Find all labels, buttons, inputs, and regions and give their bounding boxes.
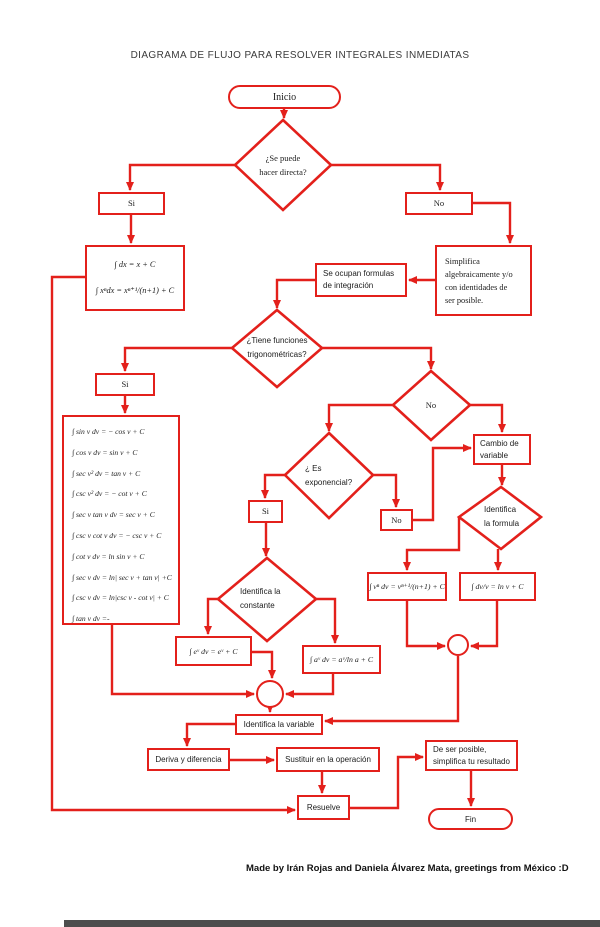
formula-line: ∫ csc v dv = ln|csc v - cot v| + C <box>72 593 169 603</box>
label-line: Se ocupan formulas <box>323 269 395 278</box>
label-line: hacer directa? <box>259 167 307 177</box>
label-line: Identifica la <box>240 587 281 596</box>
node-q-exponencial-label: ¿ Es exponencial? <box>305 458 367 494</box>
node-si-trig: Si <box>95 373 155 396</box>
diamond-q-directa <box>233 118 333 212</box>
node-dvv-formula: ∫ dv/v = ln v + C <box>459 572 536 601</box>
formula-line: ∫ cot v dv = ln sin v + C <box>72 551 145 561</box>
label-line: de integración <box>323 281 374 290</box>
node-de-ser-posible: De ser posible, simplifica tu resultado <box>425 740 518 771</box>
label-line: simplifica tu resultado <box>433 756 510 766</box>
diamond-identifica-constante <box>215 556 319 643</box>
node-label: Inicio <box>272 91 297 103</box>
node-identifica-constante-label: Identifica la constante <box>240 582 300 616</box>
formula-line: ∫ aᵛ dv = aᵛ/ln a + C <box>309 655 374 664</box>
formula-line: ∫ tan v dv =- <box>72 614 110 624</box>
node-inicio: Inicio <box>228 85 341 109</box>
credits-text: Made by Irán Rojas and Daniela Álvarez M… <box>246 863 569 874</box>
label-line: ¿ Es <box>305 464 322 473</box>
node-simplifica: Simplifica algebraicamente y/o con ident… <box>435 245 532 316</box>
node-label: No <box>433 198 445 208</box>
formula-line: ∫ sin v dv = − cos v + C <box>72 427 145 436</box>
node-av-formula: ∫ aᵛ dv = aᵛ/ln a + C <box>302 645 381 674</box>
node-label: Si <box>121 379 129 389</box>
formula-line: ∫ sec v² dv = tan v + C <box>72 468 141 478</box>
formula-line: ∫ csc v² dv = − cot v + C <box>72 489 147 499</box>
node-label: Sustituir en la operación <box>285 755 371 764</box>
label-line: ser posible. <box>445 295 484 305</box>
label-line: No <box>425 400 437 410</box>
formula-line: ∫ eᵛ dv = eᵛ + C <box>189 646 238 656</box>
label-line: Identifica <box>484 505 517 514</box>
formula-line: ∫ dv/v = ln v + C <box>471 582 524 591</box>
formula-line: ∫ cos v dv = sin v + C <box>72 447 138 457</box>
page-title: DIAGRAMA DE FLUJO PARA RESOLVER INTEGRAL… <box>130 50 470 61</box>
node-vn-formula: ∫ vⁿ dv = vⁿ⁺¹/(n+1) + C <box>367 572 447 601</box>
node-no-exponencial: No <box>380 509 413 531</box>
node-label: Resuelve <box>306 803 341 812</box>
node-si-exponencial: Si <box>248 500 283 523</box>
node-no-directa: No <box>405 192 473 215</box>
label-line: Simplifica <box>445 256 480 266</box>
node-no-trig-label: No <box>406 397 456 413</box>
junction-circle-right <box>447 634 469 656</box>
node-label: Deriva y diferencia <box>155 755 222 764</box>
node-trig-formulas: ∫ sin v dv = − cos v + C ∫ cos v dv = si… <box>62 415 180 625</box>
diamond-identifica-formula <box>456 485 544 551</box>
label-line: exponencial? <box>305 478 353 487</box>
label-line: constante <box>240 601 275 610</box>
diamond-no-trig <box>391 369 472 442</box>
diamond-q-trig <box>230 308 324 389</box>
node-identifica-variable: Identifica la variable <box>235 714 323 735</box>
node-identifica-formula-label: Identifica la formula <box>484 500 536 534</box>
label-line: De ser posible, <box>433 744 487 754</box>
node-label: No <box>391 514 402 525</box>
node-se-ocupan: Se ocupan formulas de integración <box>315 263 407 297</box>
label-line: con identidades de <box>445 282 508 292</box>
formula-line: ∫ vⁿ dv = vⁿ⁺¹/(n+1) + C <box>369 582 445 591</box>
node-sustituir: Sustituir en la operación <box>276 747 380 772</box>
node-resuelve: Resuelve <box>297 795 350 820</box>
junction-circle-left <box>256 680 284 708</box>
formula-line: ∫ dx = x + C <box>114 260 156 269</box>
formula-line: ∫ sec v tan v dv = sec v + C <box>72 510 155 520</box>
node-label: Si <box>127 198 136 208</box>
node-q-directa-label: ¿Se puede hacer directa? <box>238 147 328 183</box>
label-line: variable <box>480 450 509 460</box>
node-q-trig-label: ¿Tiene funciones trigonométricas? <box>230 331 324 365</box>
formula-line: ∫ xⁿdx = xⁿ⁺¹/(n+1) + C <box>95 286 175 295</box>
label-line: trigonométricas? <box>247 350 307 359</box>
node-label: Fin <box>464 814 477 824</box>
node-ev-formula: ∫ eᵛ dv = eᵛ + C <box>175 636 252 666</box>
formula-line: ∫ csc v cot v dv = − csc v + C <box>72 530 162 540</box>
label-line: la formula <box>484 519 520 528</box>
label-line: ¿Se puede <box>265 153 301 163</box>
diamond-q-exponencial <box>283 431 375 520</box>
node-label: Si <box>261 506 270 516</box>
node-label: Identifica la variable <box>243 720 315 729</box>
node-si-directa: Si <box>98 192 165 215</box>
node-fin: Fin <box>428 808 513 830</box>
node-cambio-variable: Cambio de variable <box>473 434 531 465</box>
label-line: Cambio de <box>480 438 519 448</box>
label-line: algebraicamente y/o <box>445 269 513 279</box>
page-edge-bar <box>64 920 600 927</box>
formula-line: ∫ sec v dv = ln| sec v + tan v| +C <box>72 572 172 582</box>
connector-lines <box>50 109 514 814</box>
label-line: ¿Tiene funciones <box>246 336 308 345</box>
node-basic-formulas: ∫ dx = x + C ∫ xⁿdx = xⁿ⁺¹/(n+1) + C <box>85 245 185 311</box>
node-deriva: Deriva y diferencia <box>147 748 230 771</box>
